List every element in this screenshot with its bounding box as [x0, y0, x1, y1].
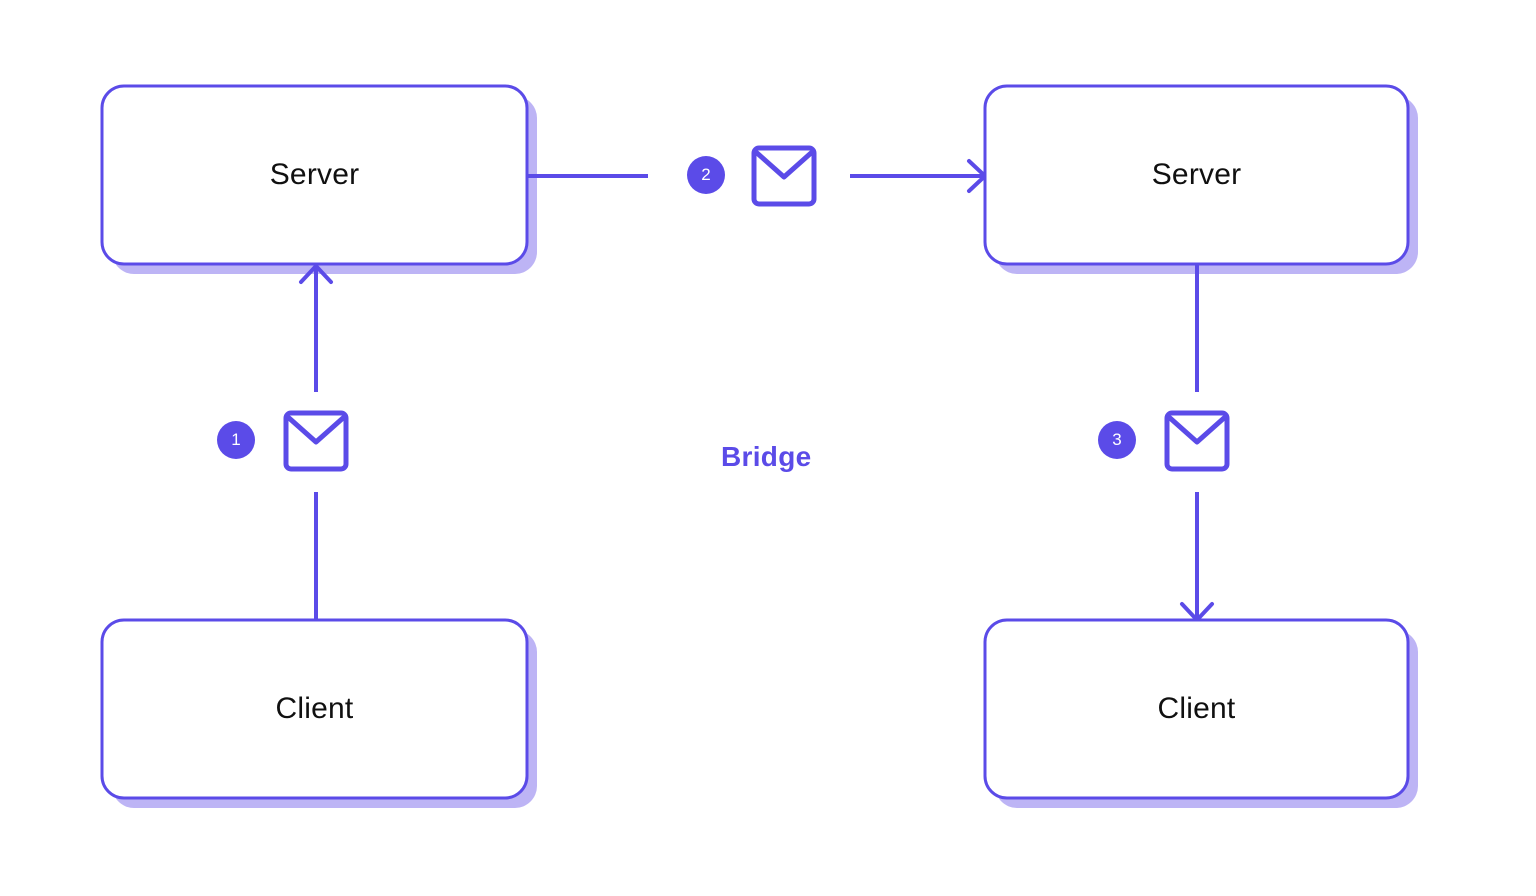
bridge-label: Bridge: [721, 441, 812, 472]
envelope-icons: [283, 145, 1230, 472]
arrow-up-icon: [299, 264, 333, 284]
envelope-icon-3[interactable]: [1164, 410, 1230, 472]
node-server-left[interactable]: [100, 84, 529, 266]
node-client-right[interactable]: [983, 618, 1410, 800]
node-boxes: [100, 84, 1410, 800]
step-badge-3-circle[interactable]: [1098, 421, 1136, 459]
envelope-icon-2[interactable]: [751, 145, 817, 207]
step-badge-1-circle[interactable]: [217, 421, 255, 459]
step-badge-2-circle[interactable]: [687, 156, 725, 194]
connectors: [314, 174, 1199, 620]
node-server-right[interactable]: [983, 84, 1410, 266]
step-badges: [217, 156, 1136, 459]
envelope-icon-1[interactable]: [283, 410, 349, 472]
node-client-left[interactable]: [100, 618, 529, 800]
